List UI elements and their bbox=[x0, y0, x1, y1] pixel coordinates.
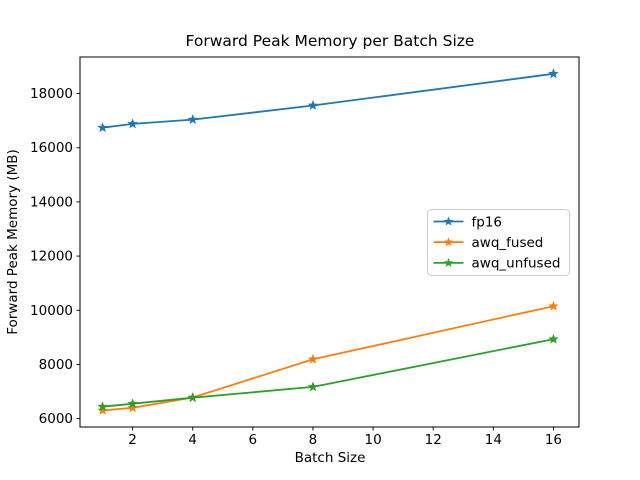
x-tick-label: 14 bbox=[485, 432, 502, 448]
y-tick-label: 16000 bbox=[30, 140, 73, 156]
legend-label-fp16: fp16 bbox=[472, 214, 503, 230]
marker-awq_unfused-x1 bbox=[97, 401, 108, 412]
x-tick-label: 10 bbox=[364, 432, 381, 448]
marker-awq_unfused-x8 bbox=[307, 381, 319, 392]
legend-label-awq_fused: awq_fused bbox=[472, 235, 544, 251]
y-tick-label: 8000 bbox=[39, 357, 73, 373]
legend-marker-awq_unfused bbox=[443, 257, 454, 267]
marker-awq_unfused-x16 bbox=[548, 333, 559, 344]
marker-awq_unfused-x4 bbox=[187, 392, 198, 403]
legend-label-awq_unfused: awq_unfused bbox=[472, 256, 561, 272]
marker-awq_fused-x16 bbox=[548, 300, 559, 311]
x-tick-label: 16 bbox=[545, 432, 562, 448]
marker-fp16-x8 bbox=[307, 99, 319, 110]
legend-box bbox=[427, 209, 570, 276]
marker-awq_fused-x2 bbox=[127, 402, 138, 413]
marker-fp16-x2 bbox=[127, 118, 138, 129]
x-tick-label: 4 bbox=[188, 432, 197, 448]
chart-title: Forward Peak Memory per Batch Size bbox=[186, 32, 475, 50]
marker-awq_unfused-x2 bbox=[127, 398, 138, 409]
x-tick-label: 6 bbox=[249, 432, 258, 448]
marker-awq_fused-x8 bbox=[307, 353, 319, 364]
marker-fp16-x16 bbox=[548, 68, 559, 79]
y-tick-label: 12000 bbox=[30, 249, 73, 265]
y-tick-label: 18000 bbox=[30, 86, 73, 102]
x-tick-label: 12 bbox=[425, 432, 442, 448]
legend-marker-fp16 bbox=[443, 216, 454, 226]
y-tick-label: 10000 bbox=[30, 303, 73, 319]
y-tick-label: 6000 bbox=[39, 411, 73, 427]
marker-fp16-x4 bbox=[187, 114, 198, 125]
x-tick-label: 2 bbox=[128, 432, 137, 448]
legend-marker-awq_fused bbox=[443, 237, 454, 247]
y-axis-label: Forward Peak Memory (MB) bbox=[5, 149, 21, 335]
x-axis-label: Batch Size bbox=[295, 450, 366, 466]
x-tick-label: 8 bbox=[309, 432, 318, 448]
y-tick-label: 14000 bbox=[30, 194, 73, 210]
marker-fp16-x1 bbox=[97, 122, 108, 133]
marker-awq_fused-x1 bbox=[97, 404, 108, 415]
